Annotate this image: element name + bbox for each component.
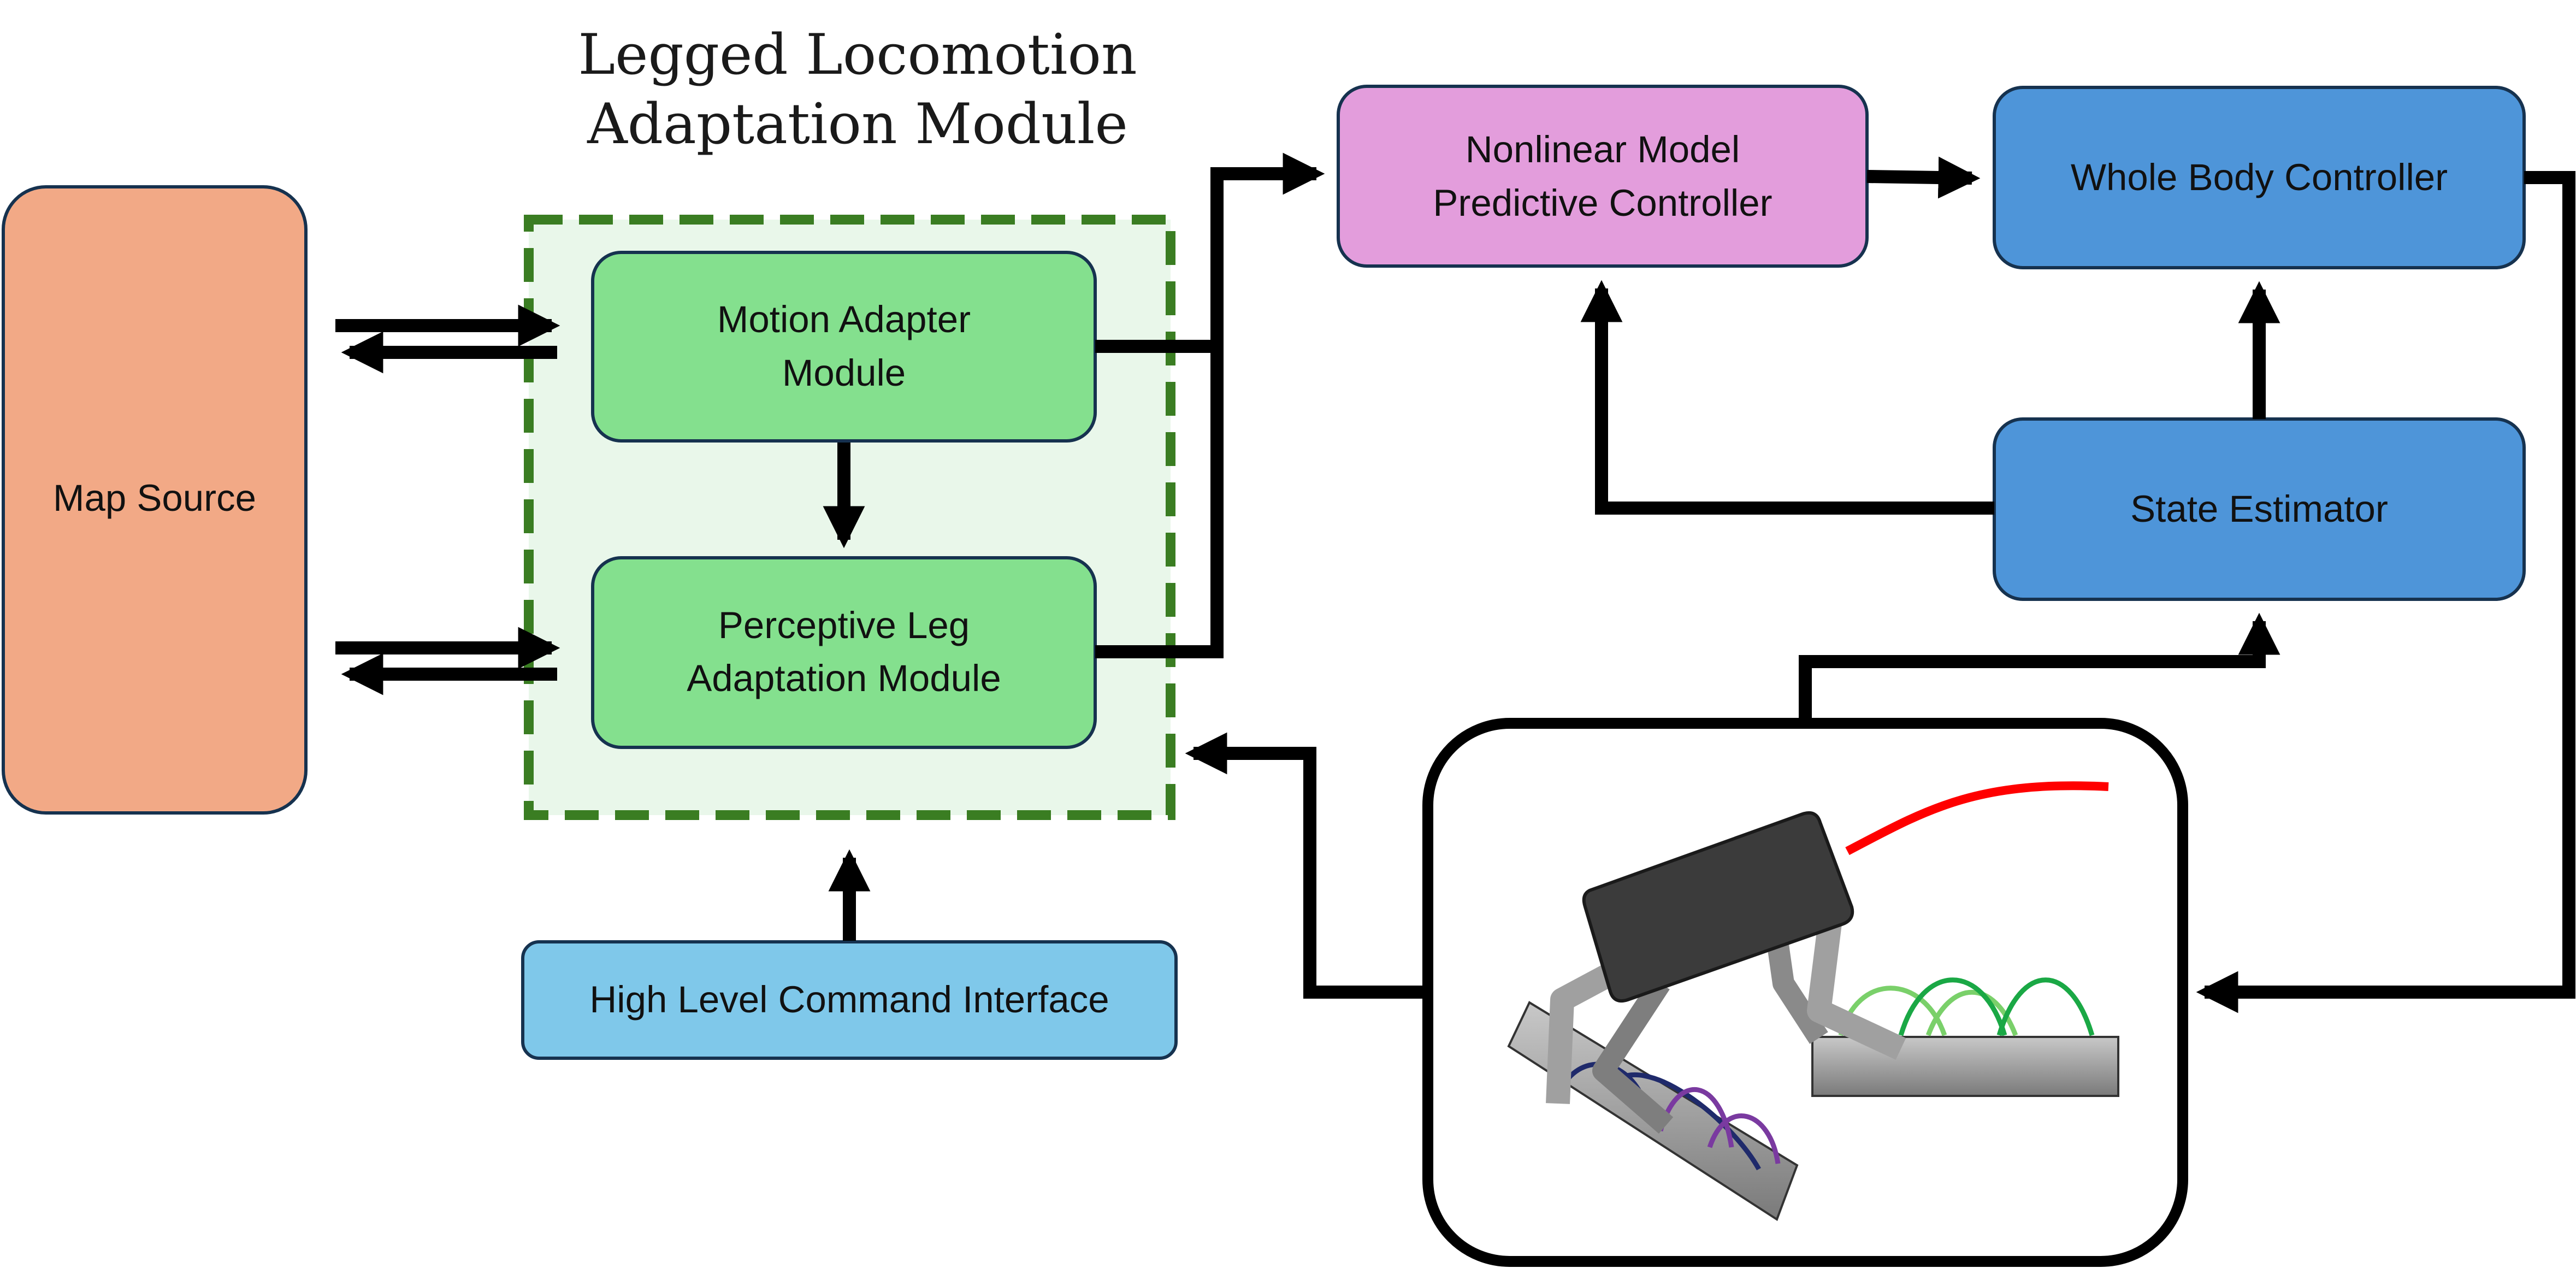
- robot-body: [1582, 811, 1854, 1003]
- quadruped-robot-illustration: [1507, 781, 2119, 1222]
- desired-trajectory-red: [1845, 781, 2109, 856]
- flat-terrain-plate: [1811, 1036, 2119, 1097]
- whole-body-controller-label: Whole Body Controller: [2071, 156, 2448, 198]
- back-leg-right: [1592, 977, 1674, 1134]
- perceptive-leg-label-line2: Adaptation Module: [687, 657, 1001, 699]
- arrow-robot-to-module: [1185, 732, 1428, 999]
- diagram-title-line2: Adaptation Module: [587, 92, 1128, 157]
- map-source-label: Map Source: [53, 477, 256, 519]
- line-perceptive-leg-to-nmpc: [1095, 344, 1224, 658]
- perceptive-leg-module-box: [591, 556, 1097, 749]
- foot-trajectory-green: [1898, 977, 2007, 1036]
- nmpc-box: [1337, 85, 1869, 268]
- motion-adapter-module-box: [591, 251, 1097, 443]
- arrow-nmpc-to-wbc: [1866, 156, 1981, 199]
- diagram-title-line1: Legged Locomotion: [578, 22, 1137, 87]
- foot-trajectory-green-2: [1996, 977, 2095, 1036]
- motion-adapter-label-line2: Module: [782, 352, 906, 394]
- map-source-box: [2, 185, 308, 815]
- arrow-robot-to-state-estimator: [1799, 612, 2280, 723]
- foot-trajectory-navy-2: [1609, 1072, 1761, 1171]
- high-level-command-label: High Level Command Interface: [589, 978, 1109, 1021]
- motion-adapter-label-line1: Motion Adapter: [717, 298, 971, 340]
- foot-trajectory-purple-2: [1707, 1113, 1781, 1164]
- front-leg-left: [1807, 900, 1906, 1060]
- front-leg-right: [1767, 943, 1828, 1044]
- state-estimator-label: State Estimator: [2130, 488, 2388, 530]
- perceptive-leg-label-line1: Perceptive Leg: [718, 604, 970, 646]
- nmpc-label-line1: Nonlinear Model: [1466, 128, 1740, 170]
- arrow-wbc-to-robot: [2196, 171, 2575, 1013]
- high-level-command-box: [521, 940, 1178, 1060]
- arrow-state-estimator-to-nmpc: [1580, 280, 1994, 515]
- arrow-motion-adapter-to-nmpc: [1095, 152, 1325, 353]
- nmpc-label-line2: Predictive Controller: [1433, 182, 1772, 224]
- connection-arrows: [335, 152, 2575, 1013]
